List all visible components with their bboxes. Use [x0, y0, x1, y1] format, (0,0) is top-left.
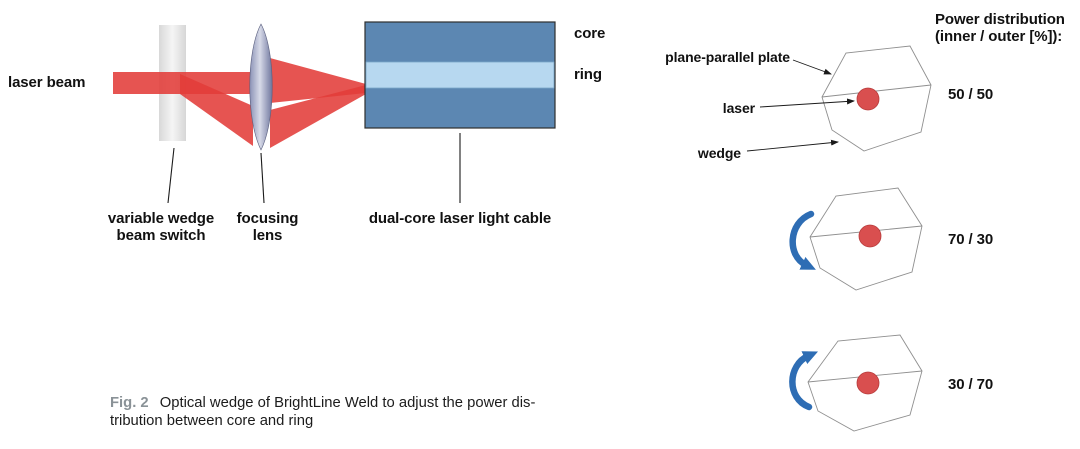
power-distribution-diagram — [746, 45, 932, 432]
focusing-lens-label: focusing lens — [225, 210, 310, 245]
rotation-arrow-up-icon — [789, 351, 819, 411]
focusing-lens-label-line1: focusing — [236, 210, 299, 227]
wedge-switch-label-line1: variable wedge — [107, 210, 215, 227]
laser-beam-shape — [113, 58, 366, 148]
focusing-lens-shape — [249, 23, 273, 151]
dual-core-cable-label: dual-core laser light cable — [368, 210, 552, 227]
focusing-lens-label-line2: lens — [252, 227, 283, 245]
dual-core-cable-shape — [364, 21, 556, 129]
figure-caption: Fig. 2 Optical wedge of BrightLine Weld … — [110, 395, 610, 431]
ratio-value-1: 50 / 50 — [948, 86, 994, 103]
plane-parallel-plate-label: plane-parallel plate — [665, 49, 790, 65]
figure-caption-line2: tribution between core and ring — [110, 412, 314, 429]
laser-spot-2 — [858, 224, 882, 248]
ring-label: ring — [574, 66, 602, 83]
wedge-switch-label-line2: beam switch — [116, 227, 206, 245]
power-distribution-heading-line1: Power distribution — [935, 11, 1065, 28]
laser-beam-label: laser beam — [8, 74, 86, 91]
callout-arrows — [746, 59, 855, 152]
laser-label: laser — [722, 100, 755, 116]
power-distribution-heading: Power distribution (inner / outer [%]): — [935, 11, 1080, 46]
ratio-value-3: 30 / 70 — [948, 376, 994, 393]
laser-spot-3 — [856, 371, 880, 395]
wedge-label: wedge — [697, 145, 741, 161]
leader-lines — [167, 133, 461, 204]
figure-caption-line1: Optical wedge of BrightLine Weld to adju… — [159, 395, 536, 411]
wedge-switch-label: variable wedge beam switch — [95, 210, 227, 245]
rotation-arrow-down-icon — [789, 210, 816, 270]
power-distribution-heading-line2: (inner / outer [%]): — [935, 28, 1063, 46]
optical-setup-diagram — [113, 21, 556, 204]
core-label: core — [574, 25, 606, 42]
laser-spot-1 — [856, 87, 880, 111]
ratio-value-2: 70 / 30 — [948, 231, 994, 248]
wedge-position-50-50 — [821, 45, 932, 152]
figure-caption-tag: Fig. 2 — [110, 395, 149, 411]
